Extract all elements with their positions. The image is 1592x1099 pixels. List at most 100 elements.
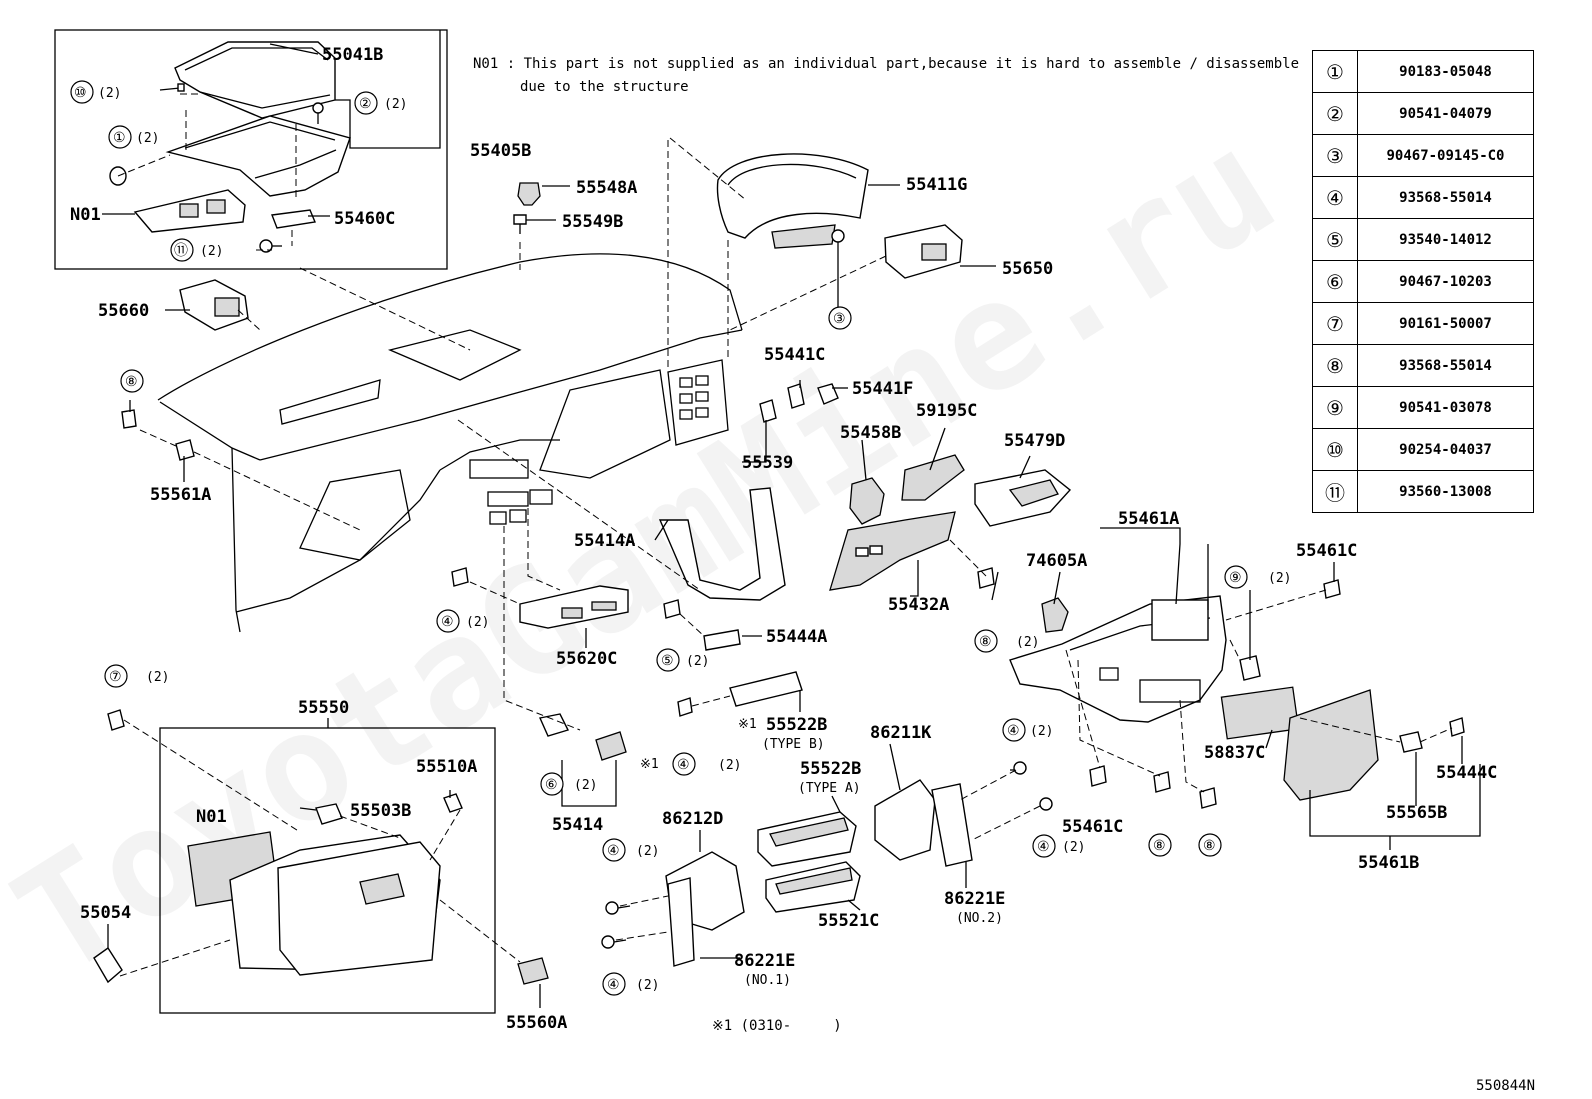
qty-label: (2) bbox=[136, 131, 159, 146]
legend-callout-number: ⑤ bbox=[1312, 218, 1358, 261]
label-55411g: 55411G bbox=[906, 175, 967, 195]
label-55522b-typeb: 55522B bbox=[766, 715, 827, 735]
n01-vent-drawing bbox=[133, 189, 246, 233]
bracket-55460c-drawing bbox=[271, 209, 316, 229]
pocket-55479d-drawing bbox=[974, 469, 1072, 527]
qty-label: (2) bbox=[718, 758, 741, 773]
callout-4: ④ bbox=[607, 977, 620, 993]
panel-55432a-drawing bbox=[829, 511, 956, 591]
clip-55444a-drawing bbox=[703, 629, 741, 651]
qty-label: (2) bbox=[574, 778, 597, 793]
legend-callout-number: ④ bbox=[1312, 176, 1358, 219]
label-n01-glovebox: N01 bbox=[196, 807, 227, 827]
callout-3: ③ bbox=[833, 311, 846, 327]
inset-frame-top bbox=[54, 29, 448, 270]
panel-59195c-drawing bbox=[901, 454, 965, 501]
star-note-b: ※1 bbox=[738, 717, 757, 732]
legend-part-number: 90183-05048 bbox=[1357, 50, 1534, 93]
legend-callout-number: ⑪ bbox=[1312, 470, 1358, 513]
legend-part-number: 93560-13008 bbox=[1357, 470, 1534, 513]
label-55561a: 55561A bbox=[150, 485, 211, 505]
legend-callout-number: ⑧ bbox=[1312, 344, 1358, 387]
footnote-period: ※1 (0310- ) bbox=[712, 1018, 842, 1034]
note-line-2: due to the structure bbox=[520, 79, 689, 95]
callout-1: ① bbox=[113, 130, 126, 146]
legend-part-number: 90541-03078 bbox=[1357, 386, 1534, 429]
label-55444c: 55444C bbox=[1436, 763, 1497, 783]
label-55444a: 55444A bbox=[766, 627, 827, 647]
label-no1: (NO.1) bbox=[744, 973, 791, 988]
label-86211k: 86211K bbox=[870, 723, 932, 743]
callout-4: ④ bbox=[1037, 839, 1050, 855]
part-labels: 55041B 55405B 55460C N01 55548A 55549B 5… bbox=[70, 45, 1497, 1033]
knob-55458b-drawing bbox=[849, 477, 885, 525]
label-74605a: 74605A bbox=[1026, 551, 1087, 571]
legend-part-number: 93568-55014 bbox=[1357, 176, 1534, 219]
label-55660: 55660 bbox=[98, 301, 149, 321]
cluster-hood-drawing bbox=[716, 153, 869, 249]
callout-2: ② bbox=[359, 96, 372, 112]
legend-part-number: 90467-10203 bbox=[1357, 260, 1534, 303]
label-55522b-typea: 55522B bbox=[800, 759, 861, 779]
vent-55650-drawing bbox=[884, 224, 963, 279]
glovebox-drawing bbox=[93, 793, 549, 985]
legend-part-number: 90467-09145-C0 bbox=[1357, 134, 1534, 177]
label-55041b: 55041B bbox=[322, 45, 383, 65]
qty-label: (2) bbox=[384, 97, 407, 112]
console-box-drawing bbox=[165, 115, 351, 197]
label-55458b: 55458B bbox=[840, 423, 901, 443]
label-55548a: 55548A bbox=[576, 178, 637, 198]
label-55461b: 55461B bbox=[1358, 853, 1419, 873]
callout-10: ⑩ bbox=[74, 85, 87, 101]
fastener-drawings bbox=[107, 229, 1465, 809]
callouts: ⑩ (2) ② (2) ① (2) ⑪ (2) ③ ⑧ ④ (2) ⑤ (2) … bbox=[70, 80, 1291, 996]
bezel-55414a-drawing bbox=[658, 487, 786, 601]
label-55441c: 55441C bbox=[764, 345, 825, 365]
label-59195c: 59195C bbox=[916, 401, 977, 421]
callout-4: ④ bbox=[441, 614, 454, 630]
callout-11: ⑪ bbox=[174, 243, 188, 259]
callout-4: ④ bbox=[677, 757, 690, 773]
label-55650: 55650 bbox=[1002, 259, 1053, 279]
qty-label: (2) bbox=[466, 615, 489, 630]
label-55560a: 55560A bbox=[506, 1013, 567, 1033]
label-55565b: 55565B bbox=[1386, 803, 1447, 823]
legend-callout-number: ② bbox=[1312, 92, 1358, 135]
label-55460c: 55460C bbox=[334, 209, 395, 229]
legend-part-number: 90161-50007 bbox=[1357, 302, 1534, 345]
qty-label: (2) bbox=[636, 844, 659, 859]
clip-55565b-drawing bbox=[1399, 731, 1423, 753]
diagram-id: 550844N bbox=[1476, 1078, 1535, 1094]
clip-55414-drawing bbox=[539, 713, 569, 737]
label-55510a: 55510A bbox=[416, 757, 477, 777]
clip-74605a-drawing bbox=[1041, 597, 1069, 633]
legend-part-number: 93540-14012 bbox=[1357, 218, 1534, 261]
qty-label: (2) bbox=[686, 654, 709, 669]
label-no2: (NO.2) bbox=[956, 911, 1003, 926]
module-55620c-drawing bbox=[519, 585, 629, 629]
center-stack-drawing bbox=[601, 761, 1053, 967]
callout-8: ⑧ bbox=[1153, 838, 1166, 854]
legend-callout-number: ⑦ bbox=[1312, 302, 1358, 345]
callout-5: ⑤ bbox=[661, 653, 674, 669]
cover-55461b-drawing bbox=[1283, 689, 1379, 801]
callout-9: ⑨ bbox=[1229, 570, 1242, 586]
legend-callout-number: ③ bbox=[1312, 134, 1358, 177]
legend-part-number: 93568-55014 bbox=[1357, 344, 1534, 387]
qty-label: (2) bbox=[98, 86, 121, 101]
star-note-a: ※1 bbox=[640, 757, 659, 772]
label-55539: 55539 bbox=[742, 453, 793, 473]
qty-label: (2) bbox=[1030, 724, 1053, 739]
label-55432a: 55432A bbox=[888, 595, 949, 615]
callout-6: ⑥ bbox=[545, 777, 558, 793]
callout-8: ⑧ bbox=[125, 374, 138, 390]
lower-panel-55461a-drawing bbox=[1009, 595, 1227, 723]
